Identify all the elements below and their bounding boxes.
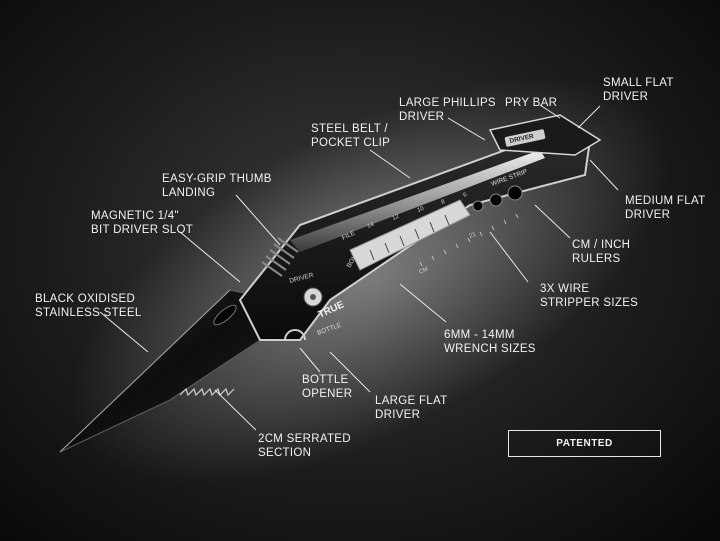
marking-ruler-12: 12: [392, 214, 401, 222]
pocket-clip: [290, 150, 545, 252]
driver-head: [488, 114, 602, 156]
marking-cm: CM: [418, 266, 429, 275]
leader-cm-inch: [534, 204, 571, 239]
marking-ruler-10: 10: [417, 206, 426, 214]
driver-label-plate: [504, 129, 546, 147]
wire-hole-1: [472, 200, 484, 212]
label-steel-belt-clip: STEEL BELT /POCKET CLIP: [311, 123, 391, 149]
marking-ruler-21: 21: [469, 232, 478, 240]
leader-small-flat: [577, 105, 601, 129]
patented-badge-text: PATENTED: [556, 438, 613, 449]
leader-pry-bar: [539, 104, 561, 119]
leader-lines: [99, 104, 619, 431]
leader-easy-grip: [235, 194, 281, 246]
leader-bottle-opener: [299, 347, 321, 373]
leader-serrated: [214, 389, 257, 431]
wire-hole-2: [489, 193, 503, 207]
marking-ruler-6: 6: [463, 192, 469, 199]
thumb-grip-ridges: [261, 237, 299, 277]
marking-ruler-14: 14: [367, 222, 376, 230]
leader-black-oxidised: [99, 311, 149, 353]
leader-wrench: [399, 283, 447, 323]
marking-ruler-8: 8: [441, 199, 447, 206]
wrench-teeth: [369, 214, 450, 261]
label-magnetic-bit-driver-slot: MAGNETIC 1/4"BIT DRIVER SLOT: [91, 210, 194, 236]
leader-magnetic: [179, 231, 241, 283]
label-pry-bar: PRY BAR: [505, 97, 558, 109]
leader-medium-flat: [589, 159, 619, 191]
leader-phillips: [447, 117, 486, 141]
leader-clip: [369, 149, 411, 179]
wrench-window: [349, 199, 471, 271]
serrations: [179, 387, 235, 397]
bottle-opener: [284, 329, 306, 341]
blade-spine-edge: [59, 289, 231, 453]
wire-hole-3: [507, 185, 523, 201]
ruler-ticks: [419, 213, 519, 267]
patented-badge: PATENTED: [508, 430, 661, 457]
leader-large-flat: [329, 351, 371, 393]
leader-wire-stripper: [489, 231, 529, 283]
thumb-hole: [213, 304, 237, 326]
